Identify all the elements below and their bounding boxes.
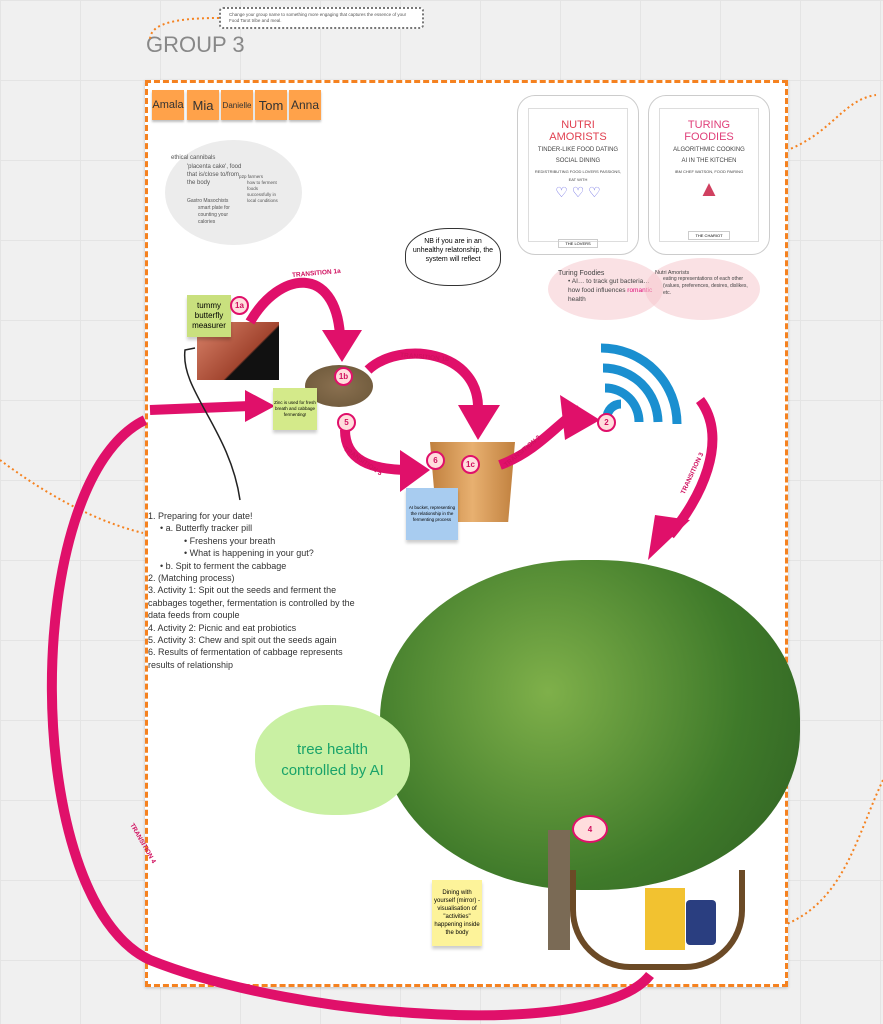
step-item: 5. Activity 3: Chew and spit out the see… [148,635,337,646]
transition-arrow-4 [46,415,654,1021]
step-subitem: • What is happening in your gut? [184,548,314,559]
member-sticky[interactable]: Tom [255,90,287,120]
venn-text: health [568,296,586,303]
step-subitem: • a. Butterfly tracker pill [160,523,253,534]
tarot-card-turing-foodies[interactable]: TURING FOODIES ALGORITHMIC COOKING AI IN… [648,95,770,255]
instruction-note[interactable]: Change your group name to something more… [219,7,424,29]
card-footer: THE LOVERS [558,239,598,248]
cloud-text: tree health controlled by AI [281,741,384,779]
probiotic-box [645,888,685,950]
tribe-label: ethical cannibals [171,155,216,161]
tree-trunk [548,830,570,950]
step-badge: 1a [230,296,249,315]
step-badge: 4 [572,815,608,843]
card-title: NUTRI AMORISTS [549,119,607,143]
sticky-text: Zinc is used for fresh breath and cabbag… [274,400,316,417]
card-subtitle: IBM CHEF WATSON, FOOD PAIRING [674,169,744,174]
step-badge: 2 [597,413,616,432]
step-badge: 5 [337,413,356,432]
tribes-ellipse[interactable]: ethical cannibals 'placenta cake', food … [165,140,302,245]
sticky-text: AI bucket, representing the relationship… [408,505,456,522]
step-item: 2. (Matching process) [148,573,235,584]
tribe-label: Gastro Masochists [187,198,229,204]
venn-left[interactable]: Turing Foodies • AI… to track gut bacter… [548,258,663,320]
tribe-item: 'placenta cake', food that is/close to/f… [187,164,242,186]
card-title: TURING FOODIES [684,119,734,143]
step-badge: 1b [334,367,353,386]
venn-title: Turing Foodies [558,270,605,277]
step-text: b. Spit to ferment the cabbage [165,560,287,571]
sticky-text: Dining with yourself (mirror) - visualis… [434,890,480,936]
step-badge: 6 [426,451,445,470]
card-subtitle: AI IN THE KITCHEN [681,158,737,164]
venn-item: eating representations of each other (va… [663,276,748,296]
pizza-illustration: ▲ [698,176,720,201]
member-sticky[interactable]: Mia [187,90,219,120]
card-footer: THE CHARIOT [688,231,730,240]
step-badge: 1c [461,455,480,474]
arrow-to-zinc [149,401,251,415]
tarot-card-nutri-amorists[interactable]: NUTRI AMORISTS TINDER-LIKE FOOD DATING S… [517,95,639,255]
transition-arrow-5 [340,429,411,475]
step-subitem: • Freshens your breath [184,535,276,546]
member-sticky[interactable]: Anna [289,90,321,120]
sticky-zinc[interactable]: Zinc is used for fresh breath and cabbag… [273,388,317,430]
tree-health-cloud[interactable]: tree health controlled by AI [255,705,410,815]
probiotic-bottle [686,900,716,945]
cloud-text: NB if you are in an unhealthy relatonshi… [412,238,494,263]
member-name: Amala [152,99,184,111]
venn-right[interactable]: Nutri Amorists eating representations of… [645,258,760,320]
step-item: 4. Activity 2: Picnic and eat probiotics [148,622,297,633]
tribe-item: how to ferment foods successfully in loc… [247,180,278,203]
step-text: a. Butterfly tracker pill [165,523,253,534]
member-sticky[interactable]: Danielle [221,90,253,120]
member-sticky[interactable]: Amala [152,90,184,120]
step-item: 1. Preparing for your date! [148,511,253,521]
heart-illustration: ♡ ♡ ♡ [555,184,601,200]
member-name: Danielle [222,100,252,110]
black-connector [183,347,241,501]
group-title[interactable]: GROUP 3 [146,32,245,57]
thought-cloud[interactable]: NB if you are in an unhealthy relatonshi… [405,228,501,286]
venn-title: Nutri Amorists [655,270,690,276]
activity-steps-list[interactable]: 1. Preparing for your date! • a. Butterf… [148,510,368,671]
step-item: 3. Activity 1: Spit out the seeds and fe… [148,585,355,621]
card-subtitle: TINDER-LIKE FOOD DATING [537,147,619,153]
card-subtitle: ALGORITHMIC COOKING [673,147,745,153]
sticky-mirror[interactable]: Dining with yourself (mirror) - visualis… [432,880,482,946]
step-text: Freshens your breath [189,535,276,546]
venn-highlight: romantic [627,287,653,294]
step-item: 6. Results of fermentation of cabbage re… [148,647,343,670]
tribe-label: p2p farmers [239,174,264,179]
basket-image[interactable] [570,870,745,970]
sticky-butterfly[interactable]: tummy butterfly measurer [187,295,231,337]
orange-connector [771,94,877,156]
venn-text: AI… to track gut bacteria… how food infl… [568,278,650,294]
member-name: Mia [192,97,214,113]
sticky-text: tummy butterfly measurer [192,301,226,330]
tribe-item: smart plate for counting your calories [198,205,230,225]
transition-arrow-1b [364,348,484,411]
step-text: What is happening in your gut? [189,548,314,559]
step-subitem: • b. Spit to ferment the cabbage [160,560,287,571]
member-name: Anna [290,98,320,112]
card-subtitle: REDISTRIBUTING FOOD LOVERS PASSIONS, EAT… [534,169,622,182]
transition-arrow-1a [245,277,345,336]
card-subtitle: SOCIAL DINING [555,158,601,164]
sticky-bucket[interactable]: AI bucket, representing the relationship… [406,488,458,540]
venn-item: • AI… to track gut bacteria… how food in… [568,278,653,303]
member-name: Tom [258,97,284,113]
